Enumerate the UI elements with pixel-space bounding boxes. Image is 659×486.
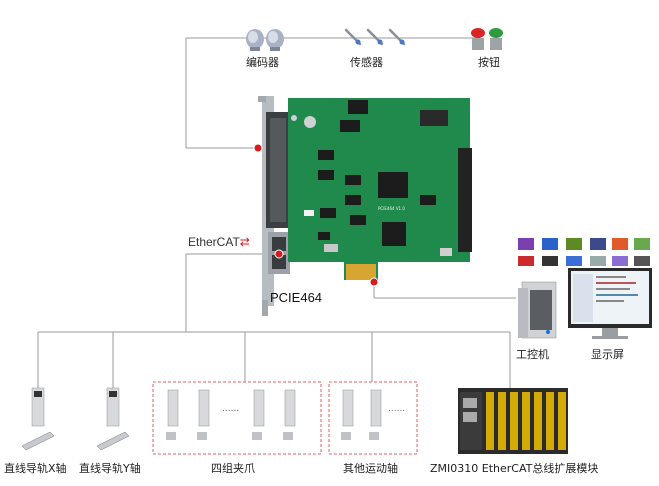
encoder-label: 编码器 (246, 56, 279, 69)
rail-x-axis (21, 431, 55, 451)
software-icons (518, 238, 650, 266)
other-axis-ellipsis: ...... (388, 404, 406, 414)
board-model-label: PCIE464 (270, 290, 323, 305)
ethercat-expansion-module (458, 388, 568, 454)
y-axis-label: 直线导轨Y轴 (79, 462, 141, 475)
other-axis-drives (341, 389, 382, 440)
x-axis-label: 直线导轨X轴 (4, 462, 67, 475)
gripper-ellipsis: ...... (222, 404, 240, 414)
ethercat-logo: EtherCAT⇄ (188, 235, 250, 249)
ethercat-logo-text: EtherCAT (188, 235, 240, 249)
module-label: ZMI0310 EtherCAT总线扩展模块 (430, 462, 599, 475)
button-label: 按钮 (478, 56, 500, 69)
board-silk-text: PCIE464 V1.0 (378, 206, 405, 211)
drive-x-axis (31, 387, 45, 427)
gripper-drives (166, 389, 296, 440)
gripper-label: 四组夹爪 (211, 462, 255, 475)
other-axis-label: 其他运动轴 (343, 462, 398, 475)
monitor-label: 显示屏 (591, 348, 624, 361)
rail-y-axis (96, 431, 130, 451)
drive-y-axis (106, 387, 120, 427)
sensor-label: 传感器 (350, 56, 383, 69)
ipc-label: 工控机 (516, 348, 549, 361)
